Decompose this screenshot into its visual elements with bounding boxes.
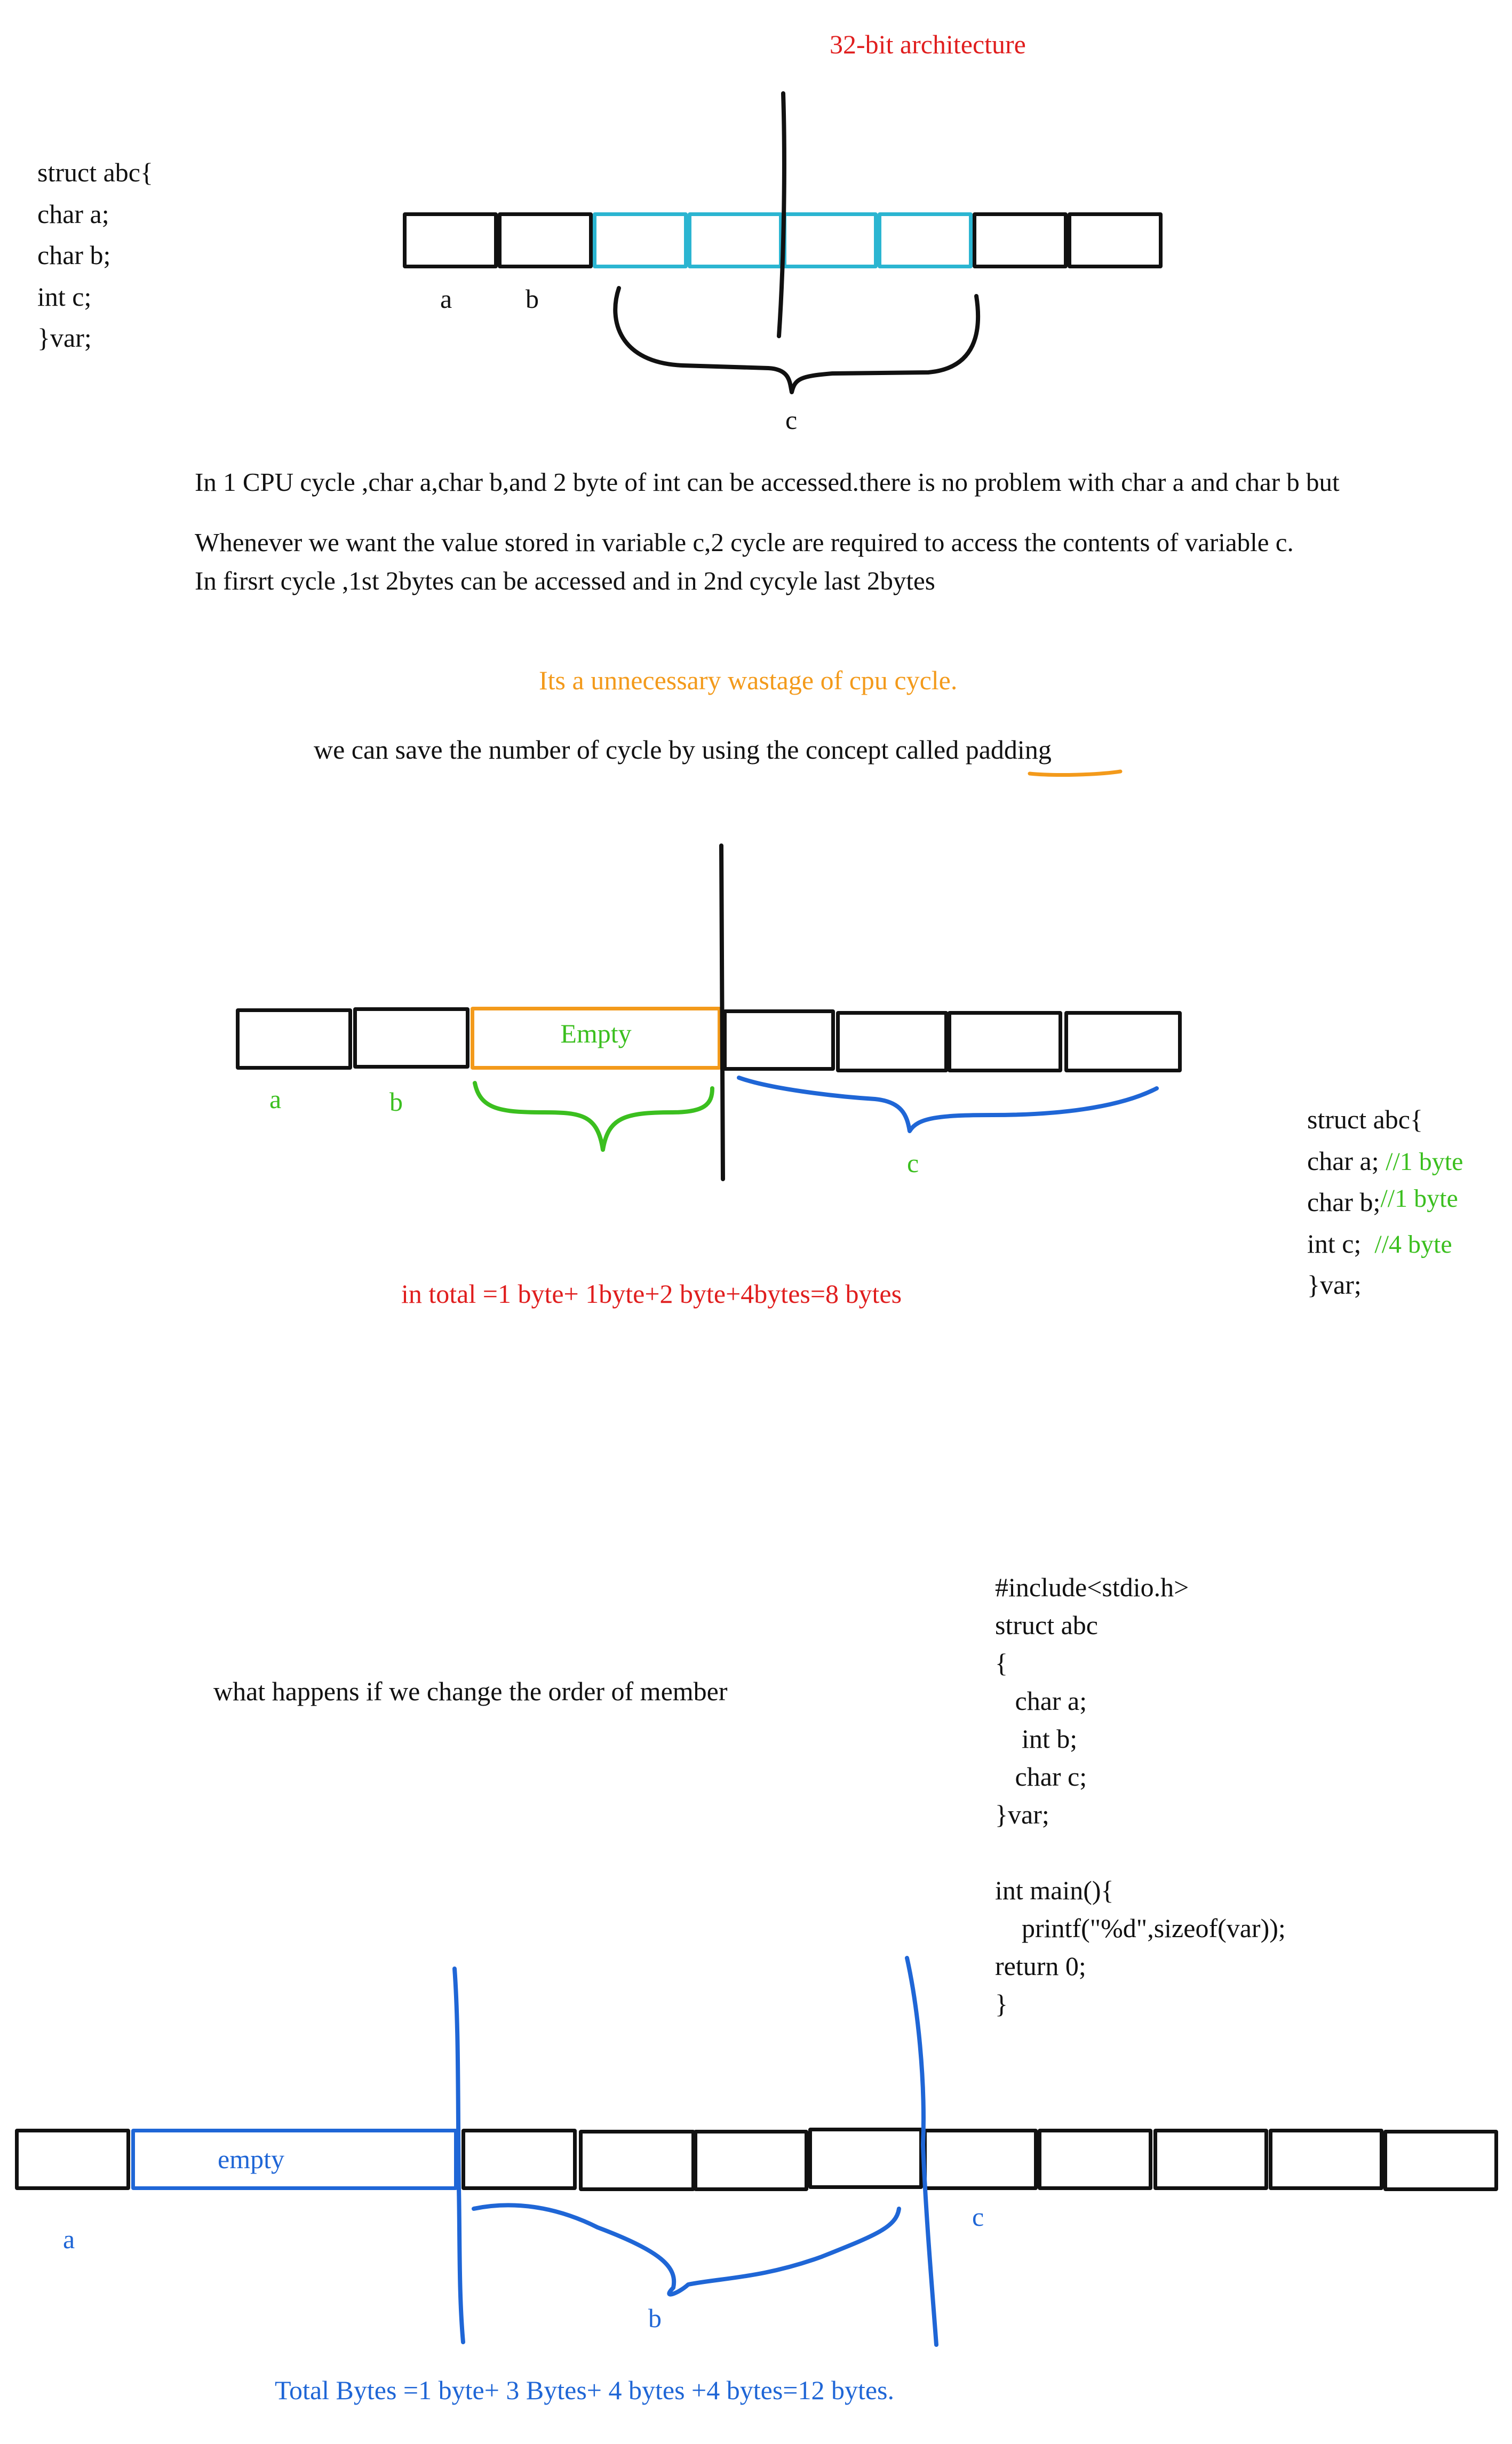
memory-cell (1153, 2129, 1268, 2190)
memory-cell-b-byte (808, 2128, 923, 2189)
label-a: a (440, 284, 452, 314)
code-line: int b; (995, 1724, 1078, 1754)
memory-cell-c-byte (688, 212, 783, 268)
section2-code-block: struct abc{ char a; //1 byte char b;//1 … (1307, 1099, 1463, 1306)
label-b: b (389, 1087, 403, 1117)
explanation-line-2: Whenever we want the value stored in var… (195, 528, 1294, 557)
section2-total: in total =1 byte+ 1byte+2 byte+4bytes=8 … (401, 1279, 902, 1309)
memory-cell-b-byte (694, 2130, 808, 2191)
code-line: printf("%d",sizeof(var)); (995, 1913, 1286, 1943)
code-line: #include<stdio.h> (995, 1572, 1189, 1602)
memory-cell-b (498, 212, 593, 268)
memory-cell (973, 212, 1068, 268)
wastage-note: Its a unnecessary wastage of cpu cycle. (539, 665, 958, 695)
c-brace (613, 286, 981, 394)
code-comment: //4 byte (1374, 1230, 1452, 1259)
memory-cell-c-byte (878, 212, 973, 268)
code-text: char b; (1307, 1187, 1381, 1217)
code-line: struct abc (995, 1610, 1098, 1640)
memory-cell-b-byte (579, 2130, 695, 2191)
code-text: struct abc{ (1307, 1104, 1423, 1134)
code-line: } (995, 1989, 1008, 2019)
label-c: c (972, 2202, 984, 2232)
padding-word: padding (965, 735, 1052, 765)
padding-sentence: we can save the number of cycle by using… (314, 731, 1052, 768)
memory-cell (1038, 2129, 1152, 2190)
code-comment: //1 byte (1386, 1147, 1463, 1176)
section3-code-block: #include<stdio.h> struct abc { char a; i… (995, 1569, 1286, 2023)
code-line: int main(){ (995, 1875, 1114, 1905)
memory-cell-a (403, 212, 498, 268)
memory-cell (1269, 2129, 1383, 2190)
code-line: char a; (37, 198, 109, 229)
code-line: int c; (37, 281, 92, 312)
empty-cell-label: empty (218, 2144, 284, 2174)
section1-code-block: struct abc{ char a; char b; int c; }var; (37, 152, 153, 359)
code-line: char b; (37, 240, 111, 270)
memory-cell-c-byte (836, 1011, 948, 1072)
section1-title: 32-bit architecture (830, 29, 1026, 59)
c-brace (737, 1076, 1159, 1133)
memory-cell-a (15, 2129, 130, 2190)
padding-cell (131, 2129, 458, 2190)
code-line: char c; (995, 1762, 1087, 1792)
memory-cell (1068, 212, 1163, 268)
explanation-line-1: In 1 CPU cycle ,char a,char b,and 2 byte… (195, 467, 1340, 497)
code-comment: //1 byte (1380, 1184, 1458, 1213)
label-c: c (907, 1148, 919, 1178)
memory-cell-c (923, 2129, 1038, 2190)
code-line: char a; (995, 1686, 1087, 1716)
code-line: }var; (995, 1800, 1049, 1829)
memory-cell-c-byte (948, 1011, 1062, 1072)
memory-cell-c-byte (1064, 1011, 1182, 1072)
code-text: }var; (1307, 1270, 1362, 1300)
code-line: struct abc{ (37, 157, 153, 187)
padding-brace (473, 1081, 714, 1152)
code-line: int c; //4 byte (1307, 1223, 1463, 1265)
b-brace (472, 2203, 901, 2297)
reorder-question: what happens if we change the order of m… (213, 1676, 728, 1706)
code-line: struct abc{ (1307, 1099, 1463, 1141)
section3-total: Total Bytes =1 byte+ 3 Bytes+ 4 bytes +4… (275, 2375, 895, 2405)
label-c: c (785, 405, 798, 435)
code-text: char a; (1307, 1145, 1386, 1176)
memory-cell (1383, 2130, 1498, 2191)
code-line: }var; (1307, 1264, 1463, 1306)
memory-cell-c-byte (593, 212, 688, 268)
label-b: b (648, 2303, 662, 2333)
padding-underline (1028, 769, 1123, 777)
memory-cell-b (353, 1007, 469, 1069)
code-line: { (995, 1648, 1008, 1678)
code-line (995, 1834, 1286, 1872)
label-b: b (526, 284, 539, 314)
memory-cell-c-byte (783, 212, 878, 268)
code-line: }var; (37, 323, 92, 353)
code-line: return 0; (995, 1951, 1086, 1981)
code-line: char b;//1 byte (1307, 1182, 1463, 1223)
code-text: int c; (1307, 1228, 1375, 1259)
label-a: a (269, 1084, 282, 1114)
explanation-line-3: In firsrt cycle ,1st 2bytes can be acces… (195, 566, 935, 595)
memory-cell-c-byte (723, 1009, 835, 1071)
memory-cell-b-byte (461, 2129, 577, 2190)
label-a: a (63, 2224, 75, 2254)
memory-cell-a (236, 1008, 352, 1070)
empty-cell-label: Empty (560, 1018, 632, 1048)
code-line: char a; //1 byte (1307, 1141, 1463, 1182)
padding-sentence-text: we can save the number of cycle by using… (314, 735, 966, 765)
